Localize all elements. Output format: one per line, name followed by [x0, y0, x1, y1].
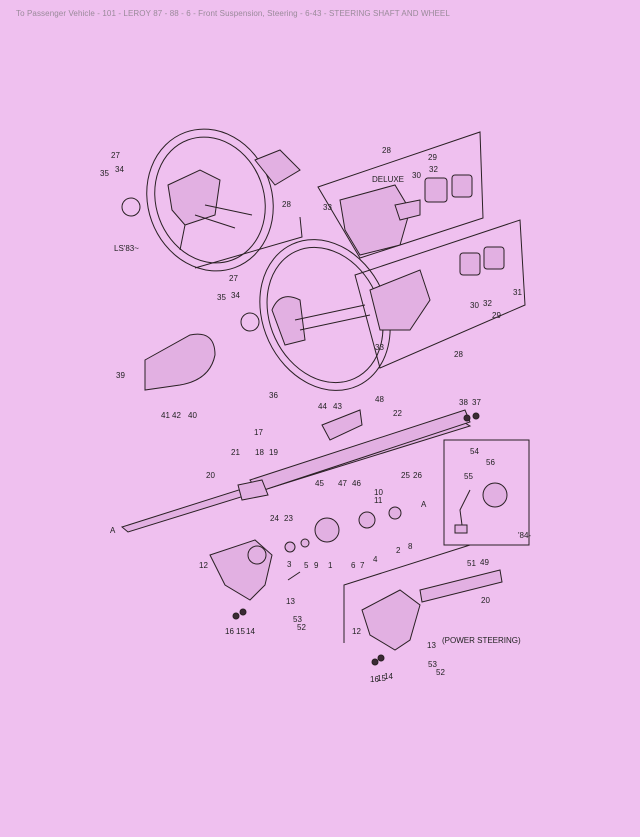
callout-label: 8	[408, 542, 413, 551]
callout-label: 27	[111, 151, 120, 160]
deluxe-pad	[339, 174, 473, 256]
callout-label: (POWER STEERING)	[442, 636, 521, 645]
callout-label: 16	[370, 675, 379, 684]
callout-label: 19	[269, 448, 278, 457]
callout-label: 44	[318, 402, 327, 411]
callout-label: 49	[480, 558, 489, 567]
callout-label: A	[421, 500, 427, 509]
callout-label: 20	[206, 471, 215, 480]
callout-label: 13	[286, 597, 295, 606]
standard-pad	[369, 246, 505, 331]
callout-label: 28	[382, 146, 391, 155]
callout-label: 26	[413, 471, 422, 480]
callout-label: 40	[188, 411, 197, 420]
callout-label: 56	[486, 458, 495, 467]
callout-label: A	[110, 526, 116, 535]
callout-label: 2	[396, 546, 401, 555]
callout-label: 45	[315, 479, 324, 488]
callout-label: 7	[360, 561, 365, 570]
callout-label: 11	[374, 496, 383, 505]
callout-label: 33	[323, 203, 332, 212]
callout-label: 34	[115, 165, 124, 174]
callout-label: 17	[254, 428, 263, 437]
callout-label: 20	[481, 596, 490, 605]
callout-label: 14	[246, 627, 255, 636]
callout-label: 53	[428, 660, 437, 669]
callout-label: 10	[374, 488, 383, 497]
callout-label: 48	[375, 395, 384, 404]
ignition-lock-box	[443, 439, 530, 546]
callout-label: DELUXE	[372, 175, 404, 184]
power-steering-box	[343, 544, 471, 643]
callout-label: 21	[231, 448, 240, 457]
callout-label: '84-	[518, 531, 531, 540]
callout-label: 32	[429, 165, 438, 174]
callout-label: 1	[328, 561, 333, 570]
deluxe-group-box	[317, 131, 484, 259]
callout-label: 52	[436, 668, 445, 677]
callout-label: 15	[377, 674, 386, 683]
callout-label: 28	[282, 200, 291, 209]
steering-shaft	[120, 409, 480, 533]
callout-label: 22	[393, 409, 402, 418]
callout-label: 12	[352, 627, 361, 636]
callout-label: 23	[284, 514, 293, 523]
callout-label: 28	[454, 350, 463, 359]
callout-label: 42	[172, 411, 181, 420]
callout-label: 12	[199, 561, 208, 570]
callout-label: 47	[338, 479, 347, 488]
callout-label: 46	[352, 479, 361, 488]
steering-wheel-standard	[240, 239, 391, 391]
callout-label: 3	[287, 560, 292, 569]
callout-label: 24	[270, 514, 279, 523]
callout-label: 30	[412, 171, 421, 180]
callout-label: 29	[428, 153, 437, 162]
page-header: To Passenger Vehicle - 101 - LEROY 87 - …	[16, 9, 450, 18]
callout-label: 9	[314, 561, 319, 570]
callout-label: 27	[229, 274, 238, 283]
column-cover	[144, 333, 216, 391]
callout-label: 35	[217, 293, 226, 302]
callout-label: 31	[513, 288, 522, 297]
drawing	[120, 128, 530, 666]
callout-label: 18	[255, 448, 264, 457]
callout-label: 39	[116, 371, 125, 380]
callout-label: 34	[231, 291, 240, 300]
coupling-parts	[284, 506, 402, 553]
manual-steering-gearbox	[209, 539, 301, 620]
callout-label: 55	[464, 472, 473, 481]
callout-label: 41	[161, 411, 170, 420]
callout-label: 43	[333, 402, 342, 411]
callout-label: 32	[483, 299, 492, 308]
callout-label: 5	[304, 561, 309, 570]
callout-label: 36	[269, 391, 278, 400]
callout-label: 4	[373, 555, 378, 564]
callout-label: 16	[225, 627, 234, 636]
callout-label: 37	[472, 398, 481, 407]
callout-label: 38	[459, 398, 468, 407]
steering-wheel-ls83	[121, 128, 301, 272]
callout-label: 33	[375, 343, 384, 352]
callout-label: 52	[297, 623, 306, 632]
callout-label: 6	[351, 561, 356, 570]
callout-label: LS'83~	[114, 244, 139, 253]
callout-label: 15	[236, 627, 245, 636]
callout-label: 30	[470, 301, 479, 310]
callout-label: 25	[401, 471, 410, 480]
callout-label: 35	[100, 169, 109, 178]
callout-label: 54	[470, 447, 479, 456]
callout-label: 53	[293, 615, 302, 624]
standard-group-box	[354, 219, 526, 369]
callout-label: 51	[467, 559, 476, 568]
power-steering-gearbox	[361, 569, 503, 666]
callout-label: 29	[492, 311, 501, 320]
callout-label: 13	[427, 641, 436, 650]
callout-label: 14	[384, 672, 393, 681]
